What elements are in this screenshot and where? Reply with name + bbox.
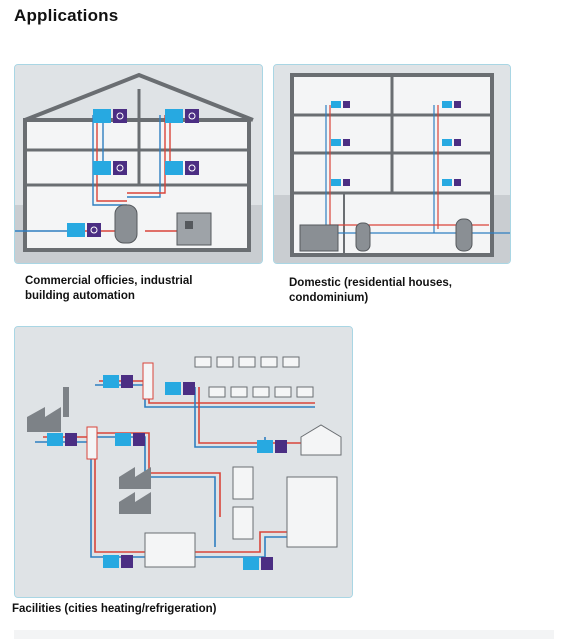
radio-module-icon <box>183 382 195 395</box>
caption-line: Commercial officies, industrial <box>25 275 193 287</box>
radio-module-icon <box>185 161 199 175</box>
radio-module-icon <box>343 101 350 108</box>
facilities-network-diagram <box>14 326 353 598</box>
manifold-icon <box>142 362 154 400</box>
caption-line: condominium) <box>289 292 369 304</box>
radio-module-icon <box>133 433 145 446</box>
water-meter-icon <box>331 101 341 108</box>
water-meter-icon <box>165 109 183 123</box>
radio-module-icon <box>87 223 101 237</box>
water-meter-icon <box>47 433 63 446</box>
caption-line: building automation <box>25 290 135 302</box>
footer-divider <box>14 630 554 639</box>
water-meter-icon <box>243 557 259 570</box>
factory-icon <box>119 467 151 514</box>
domestic-building-diagram <box>273 64 511 264</box>
boiler-tank-icon <box>114 204 138 244</box>
radio-module-icon <box>261 557 273 570</box>
boiler-tank-icon <box>455 218 473 252</box>
water-meter-icon <box>331 139 341 146</box>
meter-pair-f2 <box>47 433 77 446</box>
radio-module-icon <box>185 109 199 123</box>
water-meter-icon <box>165 382 181 395</box>
meter-pair-f3 <box>115 433 145 446</box>
heater-unit-icon <box>299 224 339 252</box>
radio-module-icon <box>343 139 350 146</box>
water-meter-icon <box>103 555 119 568</box>
water-meter-icon <box>93 109 111 123</box>
water-meter-icon <box>67 223 85 237</box>
commercial-caption: Commercial officies, industrial building… <box>25 274 192 304</box>
meter-pair-1 <box>93 109 127 123</box>
water-meter-icon <box>103 375 119 388</box>
water-meter-icon <box>442 139 452 146</box>
radio-module-icon <box>121 555 133 568</box>
boiler-tank-icon <box>355 222 371 252</box>
meter-pair-f1 <box>103 375 133 388</box>
radio-module-icon <box>113 161 127 175</box>
factory-icon <box>27 387 69 432</box>
meter-pair-f5 <box>257 440 287 453</box>
caption-line: Domestic (residential houses, <box>289 277 452 289</box>
meter-pair-2 <box>165 109 199 123</box>
meter-pair-f7 <box>243 557 273 570</box>
water-meter-icon <box>442 179 452 186</box>
radio-module-icon <box>343 179 350 186</box>
apartment-block <box>286 476 338 548</box>
facilities-caption: Facilities (cities heating/refrigeration… <box>12 603 217 615</box>
water-meter-icon <box>165 161 183 175</box>
radio-module-icon <box>454 139 461 146</box>
meter-pair-5 <box>67 223 101 237</box>
manifold-icon <box>86 426 98 460</box>
water-meter-icon <box>331 179 341 186</box>
heater-unit-icon <box>176 212 212 246</box>
radio-module-icon <box>454 101 461 108</box>
meter-pair-4 <box>165 161 199 175</box>
radio-module-icon <box>121 375 133 388</box>
warehouse-building <box>144 532 196 568</box>
radio-module-icon <box>454 179 461 186</box>
house-row <box>194 356 314 398</box>
water-meter-icon <box>257 440 273 453</box>
water-meter-icon <box>115 433 131 446</box>
radio-module-icon <box>113 109 127 123</box>
radio-module-icon <box>65 433 77 446</box>
radio-module-icon <box>275 440 287 453</box>
commercial-building-diagram <box>14 64 263 264</box>
roof-outline <box>24 72 254 122</box>
domestic-caption: Domestic (residential houses, condominiu… <box>289 276 452 306</box>
water-meter-icon <box>93 161 111 175</box>
page-title: Applications <box>14 6 119 25</box>
meter-pair-f4 <box>165 382 195 395</box>
apartment-block <box>232 506 254 540</box>
apartment-block <box>232 466 254 500</box>
house-icon <box>300 424 342 456</box>
meter-pair-f6 <box>103 555 133 568</box>
water-meter-icon <box>442 101 452 108</box>
meter-pair-3 <box>93 161 127 175</box>
